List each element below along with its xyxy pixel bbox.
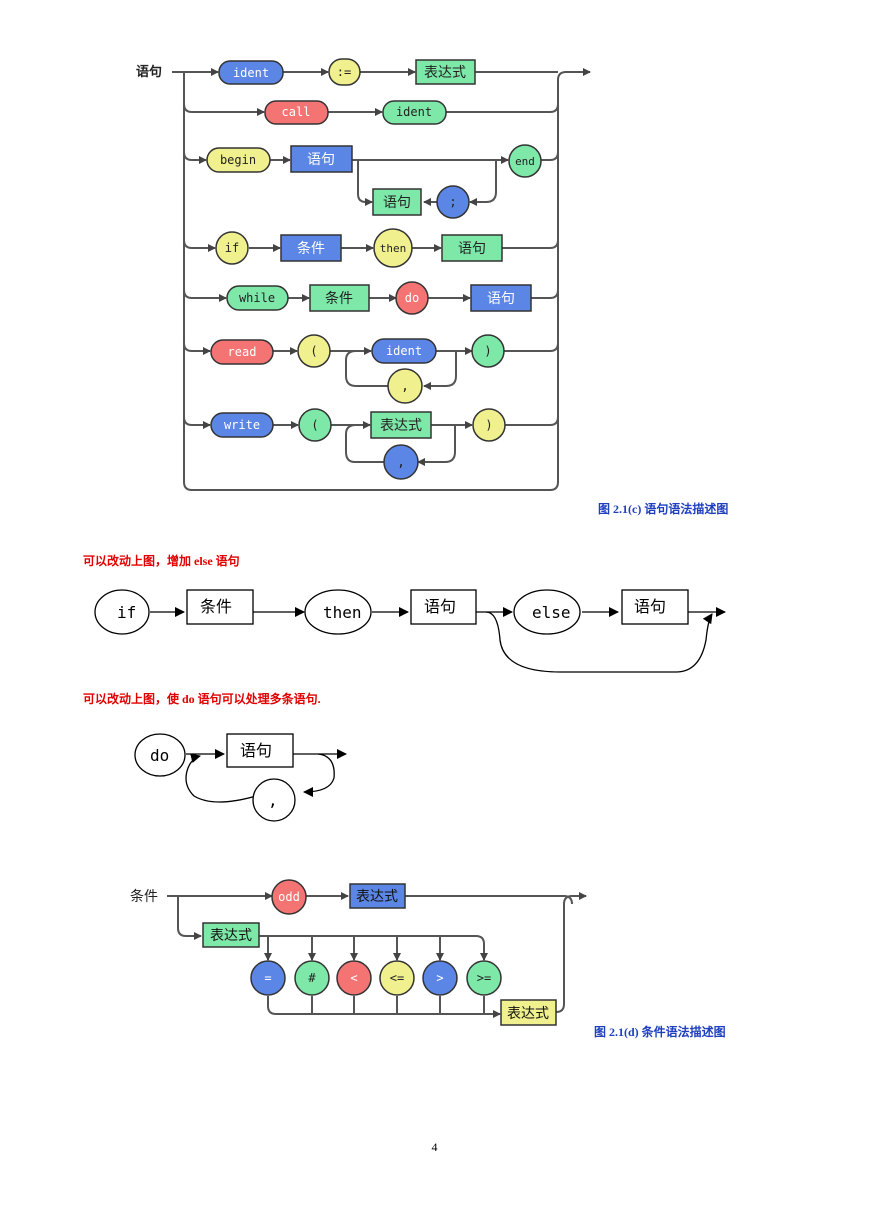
node-begin: begin (206, 147, 271, 173)
svg-text:<: < (350, 971, 357, 985)
page-number: 4 (431, 1140, 438, 1154)
node-ident: ident (218, 60, 284, 85)
condition-start-label: 条件 (130, 888, 158, 905)
op-not-equal: # (294, 960, 330, 996)
svg-text:;: ; (449, 195, 456, 209)
svg-text::=: := (337, 65, 351, 79)
node-statement: 语句 (290, 145, 353, 173)
svg-text:表达式: 表达式 (356, 889, 398, 905)
else-node-else: else (532, 603, 571, 622)
svg-text:end: end (515, 155, 535, 168)
node-ident-read: ident (371, 338, 437, 364)
svg-text:条件: 条件 (297, 240, 325, 257)
node-do: do (395, 281, 429, 315)
figure-caption-c: 图 2.1(c) 语句语法描述图 (598, 502, 729, 516)
svg-text:,: , (397, 455, 405, 470)
node-while: while (226, 285, 289, 311)
node-comma-read: , (387, 368, 423, 404)
node-lparen-write: ( (298, 408, 332, 442)
op-equal: = (250, 960, 286, 996)
op-greater-equal: >= (466, 960, 502, 996)
svg-text:表达式: 表达式 (424, 65, 466, 81)
op-less-equal: <= (379, 960, 415, 996)
node-expression-right: 表达式 (500, 999, 557, 1026)
else-node-statement-2: 语句 (634, 597, 666, 616)
node-rparen-write: ) (472, 408, 506, 442)
statement-syntax-diagram: 语句 (136, 64, 591, 491)
op-greater: > (422, 960, 458, 996)
svg-text:ident: ident (386, 344, 422, 358)
svg-text:>: > (436, 971, 443, 985)
note-add-else: 可以改动上图，增加 else 语句 (83, 554, 240, 568)
node-statement-if: 语句 (441, 234, 503, 262)
svg-text:odd: odd (278, 890, 300, 904)
diagram-start-label: 语句 (136, 64, 162, 80)
node-ident-call: ident (382, 100, 447, 125)
else-node-statement-1: 语句 (424, 597, 456, 616)
svg-text:=: = (264, 971, 271, 985)
note-do-multiple: 可以改动上图，使 do 语句可以处理多条语句. (83, 692, 321, 706)
node-assign: := (328, 58, 361, 86)
svg-text:while: while (239, 291, 275, 305)
svg-text:语句: 语句 (487, 291, 515, 307)
svg-text:语句: 语句 (458, 241, 486, 257)
else-node-if: if (117, 603, 136, 622)
node-end: end (508, 144, 542, 178)
do-node-statement: 语句 (240, 741, 272, 760)
else-node-condition: 条件 (200, 597, 232, 616)
svg-text:#: # (308, 971, 316, 985)
svg-text:<=: <= (390, 971, 404, 985)
svg-text:语句: 语句 (383, 195, 411, 211)
node-semicolon: ; (436, 185, 470, 219)
op-less: < (336, 960, 372, 996)
svg-text:do: do (405, 291, 419, 305)
condition-syntax-diagram: 条件 (130, 888, 587, 1018)
svg-text:then: then (380, 242, 407, 255)
node-statement-loop: 语句 (372, 188, 422, 216)
node-condition: 条件 (280, 234, 342, 262)
else-syntax-diagram (94, 589, 726, 673)
svg-text:表达式: 表达式 (507, 1006, 549, 1022)
else-node-then: then (323, 603, 362, 622)
svg-text:): ) (485, 418, 492, 432)
svg-text:begin: begin (220, 153, 256, 167)
node-expression-left: 表达式 (202, 922, 260, 948)
svg-text:(: ( (311, 418, 318, 432)
node-then: then (373, 228, 413, 268)
svg-text:条件: 条件 (325, 290, 353, 307)
do-node-comma: , (268, 791, 278, 810)
svg-text:,: , (401, 379, 409, 394)
do-node-do: do (150, 746, 169, 765)
svg-text:表达式: 表达式 (210, 928, 252, 944)
node-expression: 表达式 (415, 59, 476, 85)
node-statement-while: 语句 (470, 284, 532, 312)
do-syntax-diagram (134, 733, 347, 822)
svg-text:ident: ident (233, 66, 269, 80)
svg-text:表达式: 表达式 (380, 418, 422, 434)
node-odd: odd (271, 879, 307, 915)
svg-text:read: read (228, 345, 257, 359)
node-comma-write: , (383, 444, 419, 480)
node-if: if (215, 231, 249, 265)
svg-text:语句: 语句 (307, 152, 335, 168)
svg-text:ident: ident (396, 105, 432, 119)
svg-text:write: write (224, 418, 260, 432)
svg-text:>=: >= (477, 971, 491, 985)
node-write: write (210, 412, 274, 438)
node-call: call (264, 100, 329, 125)
node-expression-write: 表达式 (370, 411, 432, 439)
svg-text:if: if (225, 241, 239, 255)
node-rparen-read: ) (471, 334, 505, 368)
svg-text:call: call (282, 105, 311, 119)
svg-text:): ) (484, 344, 491, 358)
node-expression-top: 表达式 (349, 883, 406, 909)
node-condition-while: 条件 (309, 284, 370, 312)
node-read: read (210, 339, 274, 365)
svg-text:(: ( (310, 344, 317, 358)
figure-caption-d: 图 2.1(d) 条件语法描述图 (594, 1025, 726, 1039)
node-lparen-read: ( (297, 334, 331, 368)
